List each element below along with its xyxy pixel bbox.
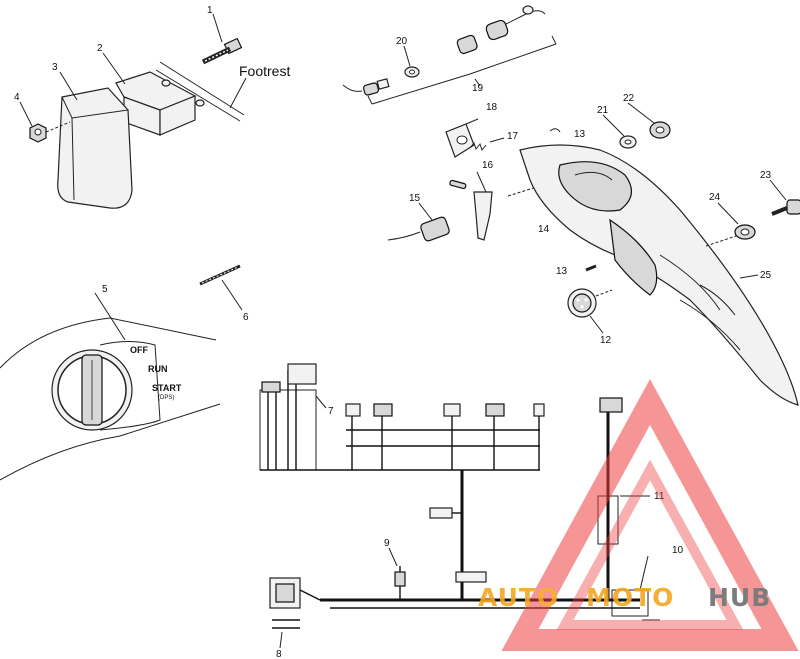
callout-11: 11 <box>654 491 665 502</box>
callout-21: 21 <box>597 105 609 116</box>
lamp-socket-assembly <box>342 5 557 105</box>
callout-15: 15 <box>409 193 421 204</box>
ignition-switch-panel <box>0 292 221 481</box>
wiring-harness <box>259 363 660 649</box>
callout-5: 5 <box>102 284 108 295</box>
callout-9: 9 <box>384 538 390 549</box>
callout-18: 18 <box>486 102 498 113</box>
cable-tie <box>199 264 243 311</box>
callout-4: 4 <box>14 92 20 103</box>
footrest-rail <box>155 61 247 122</box>
watermark-logo: AUTO MOTO HUB <box>478 379 799 651</box>
callout-3: 3 <box>52 62 58 73</box>
callout-13-lower: 13 <box>556 266 568 277</box>
harness-connectors <box>345 397 623 417</box>
callout-17: 17 <box>507 131 519 142</box>
callout-13-upper: 13 <box>574 129 586 140</box>
callout-1: 1 <box>207 5 213 16</box>
watermark-triangle-icon <box>501 379 799 651</box>
callout-7: 7 <box>328 406 334 417</box>
switch-dps-label: (DPS) <box>158 395 174 401</box>
watermark-auto: AUTO <box>478 583 559 612</box>
handlebar-cover <box>519 102 800 406</box>
watermark-hub: HUB <box>708 583 771 612</box>
bolt-part <box>201 37 243 65</box>
callout-24: 24 <box>709 192 721 203</box>
callout-2: 2 <box>97 43 103 54</box>
watermark-moto: MOTO <box>586 583 674 612</box>
switch-run-label: RUN <box>148 364 168 374</box>
callout-numbers: 1 2 3 4 5 6 7 8 9 10 11 12 13 13 14 15 1… <box>14 5 772 659</box>
callout-19: 19 <box>472 83 484 94</box>
switch-start-label: START <box>152 383 182 393</box>
callout-12: 12 <box>600 335 612 346</box>
footrest-label: Footrest <box>239 63 290 79</box>
callout-20: 20 <box>396 36 408 47</box>
callout-23: 23 <box>760 170 772 181</box>
callout-22: 22 <box>623 93 635 104</box>
callout-14: 14 <box>538 224 550 235</box>
callout-6: 6 <box>243 312 249 323</box>
callout-25: 25 <box>760 270 772 281</box>
callout-10: 10 <box>672 545 684 556</box>
callout-16: 16 <box>482 160 494 171</box>
footrest-bracket-assembly <box>19 13 247 209</box>
switch-off-label: OFF <box>130 345 148 355</box>
callout-8: 8 <box>276 649 282 659</box>
diagram-labels: Footrest OFF RUN START (DPS) <box>130 63 290 401</box>
